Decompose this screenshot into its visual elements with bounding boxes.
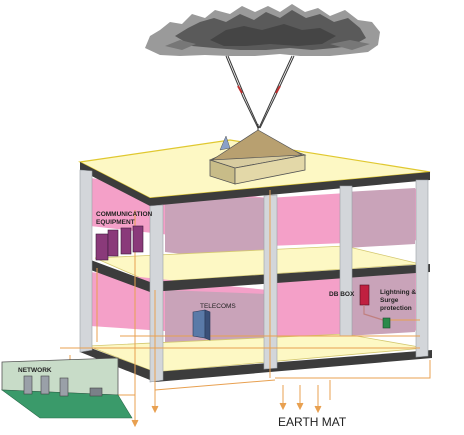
lightning-bolt-icon <box>225 55 295 129</box>
earth-spike-icon <box>131 402 322 428</box>
communication-label-line2: EQUIPMENT <box>96 219 135 226</box>
ground-slab-edge <box>80 344 432 382</box>
telecoms-label: TELECOMS <box>200 303 236 310</box>
lower-right-mauve-wall <box>345 272 415 336</box>
upper-mauve-wall <box>165 196 268 264</box>
earth-mat-label: EARTH MAT <box>278 415 347 429</box>
earth-conductors <box>60 190 431 422</box>
server-rack-icon <box>95 225 144 261</box>
network-panel <box>1 357 133 419</box>
lightning-label-line2: Surge <box>380 297 399 304</box>
communication-label-line1: COMMUNICATION <box>96 211 153 218</box>
db-box-label: DB BOX <box>329 291 355 298</box>
network-label: NETWORK <box>18 367 52 374</box>
column-back-middle <box>339 185 353 337</box>
lightning-label-line3: protection <box>380 305 412 312</box>
upper-right-mauve-wall <box>345 188 415 248</box>
column-back-left <box>79 169 93 353</box>
building <box>78 124 432 383</box>
column-right <box>415 179 429 358</box>
lightning-label-line1: Lightning & <box>380 289 416 296</box>
roof-slab-edge <box>80 162 430 206</box>
db-box-icon <box>359 284 370 306</box>
telecoms-unit <box>192 309 211 341</box>
column-front-left <box>149 204 164 383</box>
surge-protector-icon <box>363 305 391 329</box>
air-terminal-icon <box>208 124 307 185</box>
middle-slab-edge <box>80 256 430 292</box>
storm-cloud-icon <box>145 4 380 56</box>
computer-tower-icon <box>23 375 103 397</box>
